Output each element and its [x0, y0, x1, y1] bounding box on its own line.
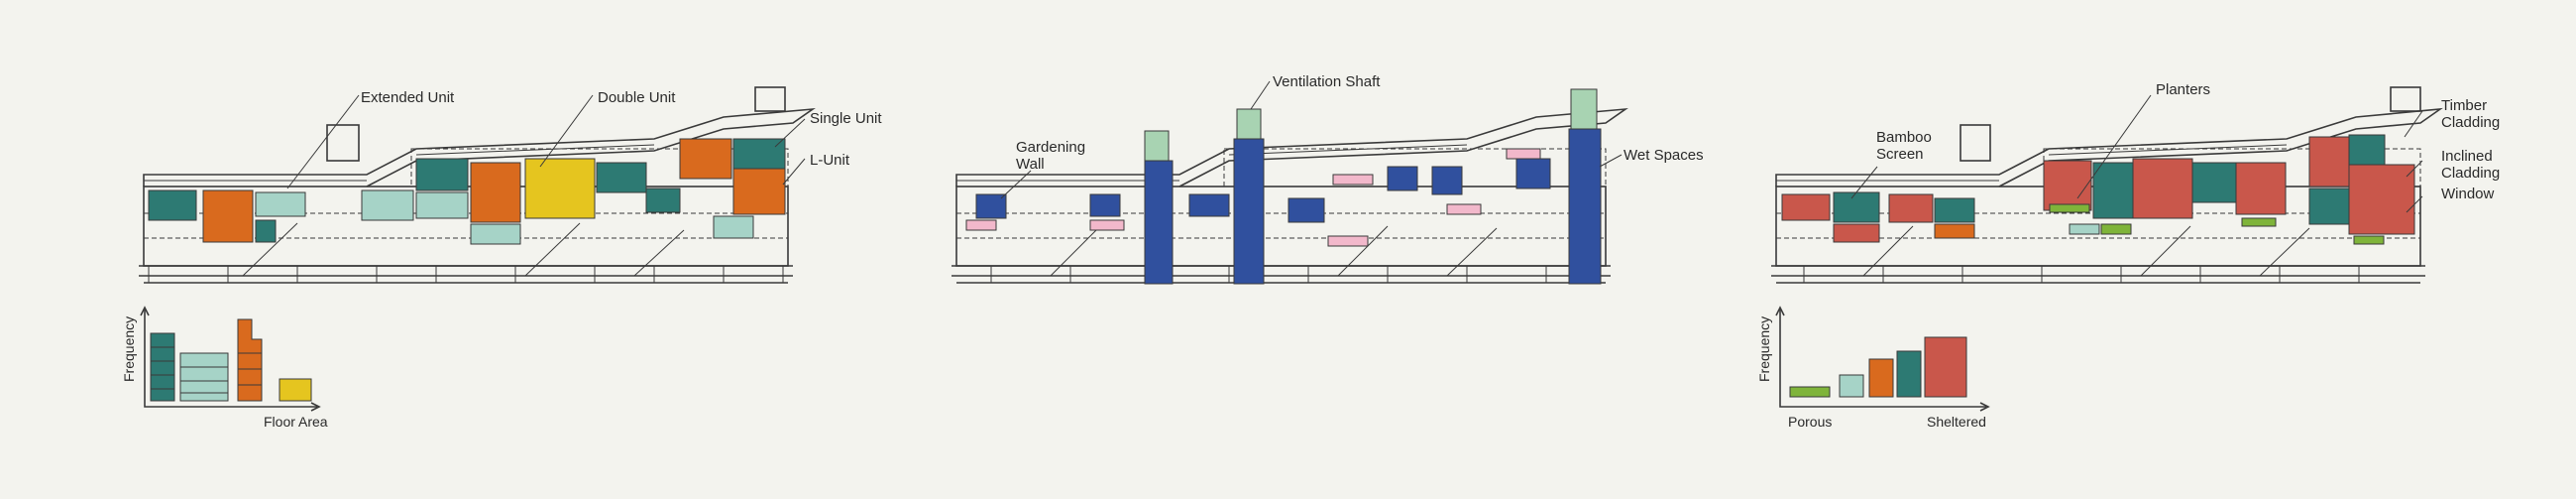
chimney [754, 86, 786, 112]
axis-label-frequency: Frequency [1756, 316, 1772, 382]
bar-3 [1868, 358, 1894, 398]
ventilation-shaft [1570, 88, 1598, 130]
bar-extended-unit [150, 332, 175, 402]
chimney [326, 124, 360, 162]
building-outline [955, 186, 1607, 267]
label-timber-cladding-line1: Timber [2441, 97, 2487, 114]
ground-line [139, 265, 793, 284]
label-extended-unit: Extended Unit [361, 89, 455, 106]
label-inclined-cladding-line1: Inclined [2441, 148, 2493, 165]
roof-profile [1775, 107, 2443, 187]
chimney [2390, 86, 2421, 112]
label-timber-cladding-line2: Cladding [2441, 114, 2500, 131]
facade-fills [1781, 134, 2415, 245]
label-gardening-wall-line2: Wall [1016, 156, 1045, 173]
axis-label-frequency: Frequency [121, 316, 137, 382]
ventilation-shaft [1144, 130, 1170, 162]
label-planters: Planters [2156, 81, 2210, 98]
bar-sheltered [1924, 336, 1967, 398]
bar-4 [1896, 350, 1922, 398]
wet-space-fills [975, 128, 1602, 285]
bar-2 [1839, 374, 1864, 398]
axis-label-porous: Porous [1788, 414, 1832, 430]
section-facade: Planters Bamboo Screen Timber Cladding I… [1771, 81, 2500, 284]
chart-axes [1779, 310, 1986, 408]
ground-line [1771, 265, 2425, 284]
unit-fills [148, 138, 786, 245]
label-window: Window [2441, 186, 2495, 202]
bar-double-unit [279, 378, 312, 402]
label-ventilation-shaft: Ventilation Shaft [1273, 73, 1381, 90]
chart-unit-frequency: Frequency Floor Area [121, 306, 328, 430]
chimney [1960, 124, 1991, 162]
chart-axes [144, 310, 317, 408]
label-l-unit: L-Unit [810, 152, 850, 169]
axis-label-floor-area: Floor Area [264, 414, 328, 430]
label-bamboo-screen-line1: Bamboo [1876, 129, 1932, 146]
chart-facade-porosity: Frequency Porous Sheltered [1756, 306, 1990, 430]
bar-single-unit [179, 352, 229, 402]
bar-porous [1789, 386, 1831, 398]
ventilation-shaft [1236, 108, 1262, 140]
label-double-unit: Double Unit [598, 89, 676, 106]
label-inclined-cladding-line2: Cladding [2441, 165, 2500, 182]
gardening-wall-fills [965, 148, 1541, 247]
section-unit-types: Extended Unit Double Unit Single Unit L-… [139, 86, 882, 284]
label-gardening-wall-line1: Gardening [1016, 139, 1085, 156]
chart-bars [150, 318, 312, 402]
chart-bars [1789, 336, 1967, 398]
label-single-unit: Single Unit [810, 110, 882, 127]
roof-profile [143, 107, 816, 187]
ground-line [952, 265, 1611, 284]
bar-l-unit [237, 318, 263, 402]
axis-label-sheltered: Sheltered [1927, 414, 1986, 430]
section-services: Ventilation Shaft Gardening Wall Wet Spa… [952, 73, 1704, 285]
label-wet-spaces: Wet Spaces [1624, 147, 1704, 164]
label-bamboo-screen-line2: Screen [1876, 146, 1924, 163]
